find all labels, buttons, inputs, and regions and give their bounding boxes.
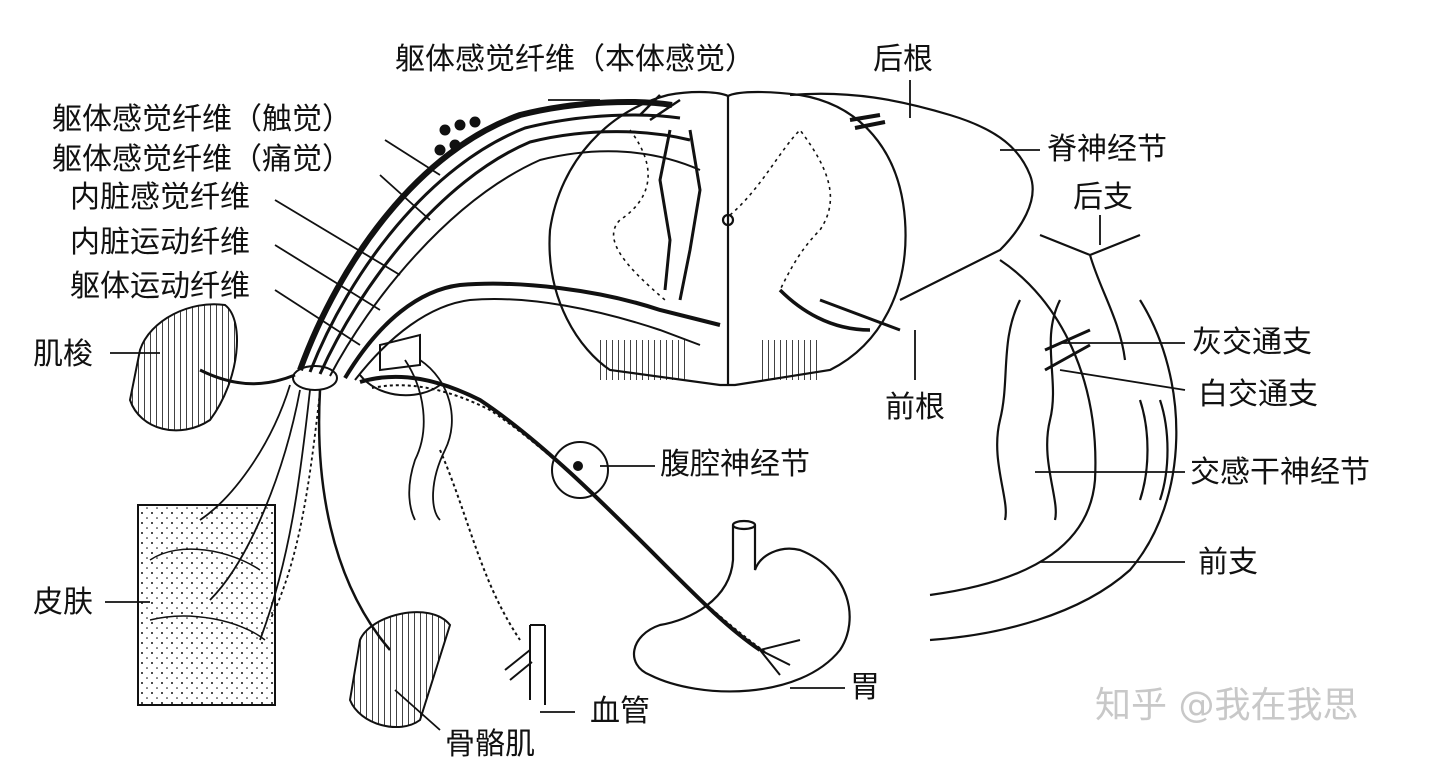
spinal-nerve (789, 92, 1178, 642)
label-gray-ramus: 灰交通支 (1192, 325, 1312, 360)
label-anterior-ramus: 前支 (1198, 545, 1258, 580)
spinal-cord (548, 90, 907, 387)
label-posterior-root: 后根 (873, 42, 933, 77)
label-visceral-motor: 内脏运动纤维 (70, 225, 250, 260)
label-somatic-proprioception: 躯体感觉纤维（本体感觉） (395, 42, 755, 77)
muscle-spindle-figure (128, 303, 296, 432)
label-blood-vessel: 血管 (590, 694, 650, 729)
watermark: 知乎 @我在我思 (1095, 685, 1359, 726)
label-somatic-pain: 躯体感觉纤维（痛觉） (52, 142, 352, 177)
label-somatic-touch: 躯体感觉纤维（触觉） (52, 102, 352, 137)
leader-lines (105, 80, 1186, 731)
label-posterior-ramus: 后支 (1073, 180, 1133, 215)
label-muscle-spindle: 肌梭 (33, 337, 93, 372)
label-visceral-sensory: 内脏感觉纤维 (70, 180, 250, 215)
label-spinal-ganglion: 脊神经节 (1047, 132, 1167, 167)
celiac-ganglion-figure (551, 441, 609, 499)
skin-figure (137, 384, 321, 706)
label-celiac-ganglion: 腹腔神经节 (660, 447, 810, 482)
label-sympathetic-ganglion: 交感干神经节 (1190, 455, 1370, 490)
blood-vessel-figure (439, 449, 546, 705)
skeletal-muscle-figure (317, 389, 452, 729)
stomach-figure (632, 519, 851, 693)
label-skin: 皮肤 (33, 585, 93, 620)
label-white-ramus: 白交通支 (1198, 377, 1318, 412)
label-skeletal-muscle: 骨骼肌 (445, 727, 535, 762)
label-somatic-motor: 躯体运动纤维 (70, 269, 250, 304)
label-stomach: 胃 (850, 670, 880, 705)
label-anterior-root: 前根 (885, 390, 945, 425)
